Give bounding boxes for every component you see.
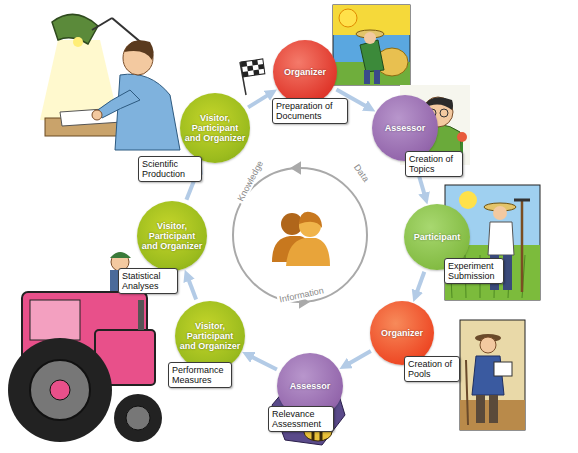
step-name: Relevance Assessment bbox=[272, 409, 330, 429]
cycle-label: Data bbox=[351, 161, 372, 186]
step-name: Statistical Analyses bbox=[122, 271, 174, 291]
flow-arrow bbox=[345, 351, 371, 366]
step-label: Creation of Pools bbox=[404, 356, 460, 382]
step-name: Scientific Production bbox=[142, 159, 198, 179]
step-name: Performance Measures bbox=[172, 365, 228, 385]
people-icon bbox=[272, 212, 330, 266]
reader-clipart bbox=[460, 320, 525, 430]
role-name: Assessor bbox=[385, 123, 426, 133]
step-label: Scientific Production bbox=[138, 156, 202, 182]
step-name: Creation of Topics bbox=[409, 154, 459, 174]
scientist-clipart bbox=[40, 14, 180, 150]
flow-arrow bbox=[248, 93, 272, 108]
role-name: Participant bbox=[414, 232, 461, 242]
role-circle: Visitor, Participant and Organizer bbox=[137, 201, 207, 271]
role-name: Organizer bbox=[381, 328, 423, 338]
step-label: Performance Measures bbox=[168, 362, 232, 388]
step-label: Experiment Submission bbox=[444, 258, 504, 284]
step-label: Preparation of Documents bbox=[272, 98, 348, 124]
role-circle: Visitor, Participant and Organizer bbox=[175, 301, 245, 371]
farmer-clipart bbox=[333, 5, 410, 85]
role-name: Visitor, Participant and Organizer bbox=[141, 221, 203, 251]
flow-arrow bbox=[415, 272, 424, 297]
flow-arrow bbox=[187, 275, 196, 299]
role-circle: Visitor, Participant and Organizer bbox=[180, 93, 250, 163]
role-name: Visitor, Participant and Organizer bbox=[184, 113, 246, 143]
step-label: Statistical Analyses bbox=[118, 268, 178, 294]
role-name: Organizer bbox=[284, 67, 326, 77]
step-name: Creation of Pools bbox=[408, 359, 456, 379]
step-label: Creation of Topics bbox=[405, 151, 463, 177]
step-label: Relevance Assessment bbox=[268, 406, 334, 432]
checkered-flag bbox=[240, 59, 265, 95]
role-name: Assessor bbox=[290, 381, 331, 391]
role-circle: Organizer bbox=[273, 40, 337, 104]
role-name: Visitor, Participant and Organizer bbox=[179, 321, 241, 351]
step-name: Experiment Submission bbox=[448, 261, 500, 281]
flow-arrow bbox=[248, 355, 277, 370]
step-name: Preparation of Documents bbox=[276, 101, 344, 121]
